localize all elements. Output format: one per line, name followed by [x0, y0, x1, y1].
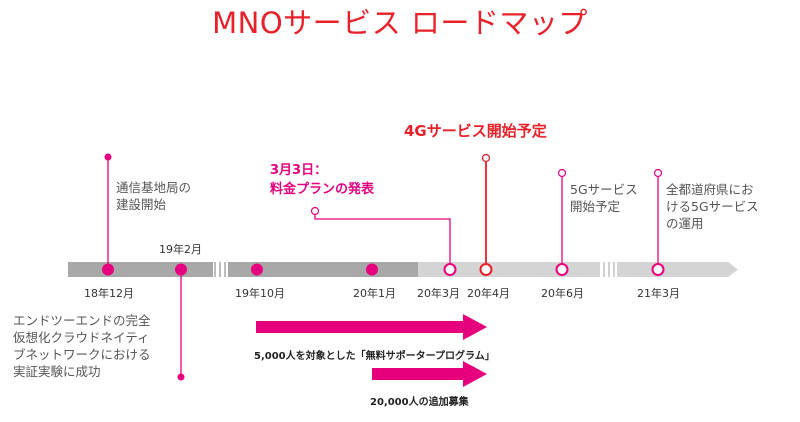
- event-mar3-line: 3月3日：: [270, 163, 328, 178]
- note-line: 開始予定: [570, 199, 621, 214]
- endpoint-dot: [104, 153, 112, 161]
- connector-mar3: [314, 211, 451, 269]
- milestone-2001: [366, 263, 378, 276]
- note-line: 通信基地局の: [116, 180, 192, 195]
- endpoint-dot: [653, 168, 663, 178]
- milestone-2004: [479, 263, 493, 276]
- endpoint-dot: [481, 153, 491, 163]
- page-title: MNOサービス ロードマップ: [212, 6, 588, 40]
- note-line: 5Gサービス: [570, 182, 638, 197]
- additional-recruit-arrow: [372, 361, 487, 387]
- note-line: ブネットワークにおける: [13, 347, 151, 362]
- note-base-station: 通信基地局の 建設開始: [116, 179, 191, 213]
- date-label-2001: 20年1月: [353, 287, 396, 300]
- note-line: 全都道府県にお: [666, 182, 754, 197]
- additional-recruit-caption: 20,000人の追加募集: [370, 397, 469, 408]
- milestone-1812: [102, 263, 114, 276]
- supporter-program-caption: 5,000人を対象とした「無料サポータープログラム」: [254, 351, 495, 362]
- event-mar3-price-plan: 3月3日： 料金プランの発表: [270, 161, 374, 199]
- timeline-bar-segment-3: [418, 262, 600, 277]
- note-line: の運用: [666, 216, 704, 231]
- milestone-2006: [555, 263, 569, 276]
- note-line: エンドツーエンドの完全: [13, 313, 151, 328]
- milestone-2103: [651, 263, 665, 276]
- timeline-break-1: [214, 262, 226, 277]
- timeline-bar-arrow-end: [617, 262, 738, 277]
- date-label-2103: 21年3月: [637, 287, 680, 300]
- note-line: ける5Gサービス: [666, 199, 759, 214]
- highlight-4g-launch: 4Gサービス開始予定: [404, 122, 547, 140]
- note-e2e-experiment: エンドツーエンドの完全 仮想化クラウドネイティ ブネットワークにおける 実証実験…: [13, 312, 151, 380]
- timeline-break-2: [603, 262, 615, 277]
- note-line: 建設開始: [116, 197, 167, 212]
- date-label-2006: 20年6月: [541, 287, 584, 300]
- milestone-1902: [175, 263, 187, 276]
- date-label-1902: 19年2月: [159, 243, 202, 256]
- note-5g-service: 5Gサービス 開始予定: [570, 181, 638, 215]
- date-label-1812: 18年12月: [84, 287, 134, 300]
- endpoint-dot: [557, 168, 567, 178]
- event-mar3-line: 料金プランの発表: [270, 182, 375, 197]
- note-nationwide-5g: 全都道府県にお ける5Gサービス の運用: [666, 181, 759, 232]
- milestone-2003: [443, 263, 457, 276]
- timeline-bar-segment-1: [68, 262, 213, 277]
- date-label-1910: 19年10月: [235, 287, 285, 300]
- note-line: 実証実験に成功: [13, 364, 101, 379]
- date-label-2004: 20年4月: [467, 287, 510, 300]
- endpoint-dot: [310, 206, 320, 216]
- endpoint-dot: [177, 373, 185, 381]
- date-label-2003: 20年3月: [417, 287, 460, 300]
- note-line: 仮想化クラウドネイティ: [13, 330, 150, 345]
- supporter-program-arrow: [256, 314, 487, 340]
- milestone-1910: [251, 263, 263, 276]
